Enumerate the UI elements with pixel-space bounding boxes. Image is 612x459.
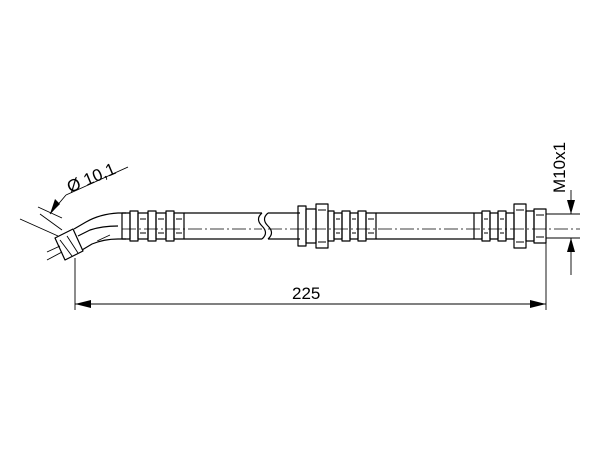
thread-dimension-label: M10x1 bbox=[550, 142, 569, 193]
left-crimp-fitting bbox=[121, 210, 185, 242]
length-dimension: 225 bbox=[74, 243, 547, 310]
hose-segment-left bbox=[184, 212, 300, 240]
right-end-fitting bbox=[473, 203, 547, 249]
hose-segment-right bbox=[376, 212, 474, 240]
middle-bracket-fitting bbox=[297, 203, 377, 249]
diameter-dimension-label: Ø 10,1 bbox=[64, 159, 118, 196]
diameter-dimension: Ø 10,1 bbox=[19, 159, 129, 237]
length-dimension-label: 225 bbox=[292, 284, 320, 303]
center-axis bbox=[96, 228, 580, 242]
thread-dimension: M10x1 bbox=[546, 142, 580, 275]
left-angled-end-fitting bbox=[46, 212, 126, 261]
